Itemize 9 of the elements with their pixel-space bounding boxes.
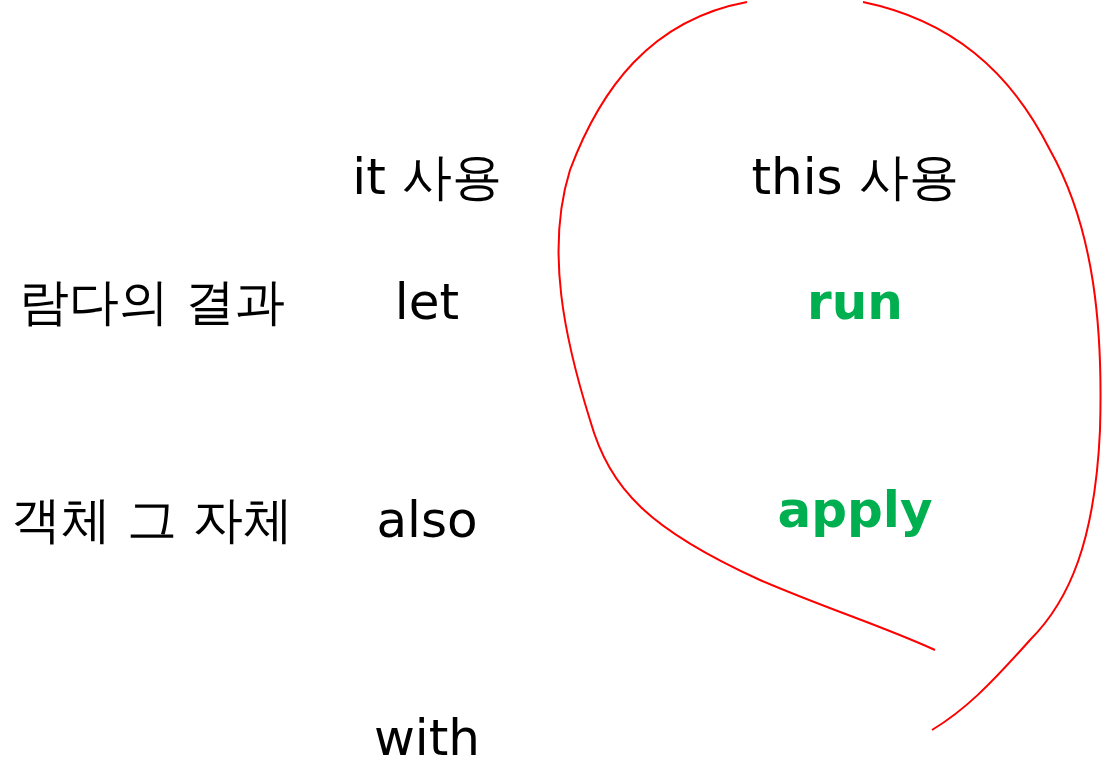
function-name: with — [373, 713, 481, 763]
function-name: let — [394, 277, 460, 327]
column-heading: this 사용 — [751, 152, 959, 202]
function-name: run — [807, 277, 903, 327]
function-name: apply — [777, 485, 933, 535]
row-heading: 객체 그 자체 — [11, 495, 293, 545]
column-heading: it 사용 — [352, 152, 502, 202]
function-name: also — [376, 495, 478, 545]
row-heading: 람다의 결과 — [19, 277, 285, 327]
